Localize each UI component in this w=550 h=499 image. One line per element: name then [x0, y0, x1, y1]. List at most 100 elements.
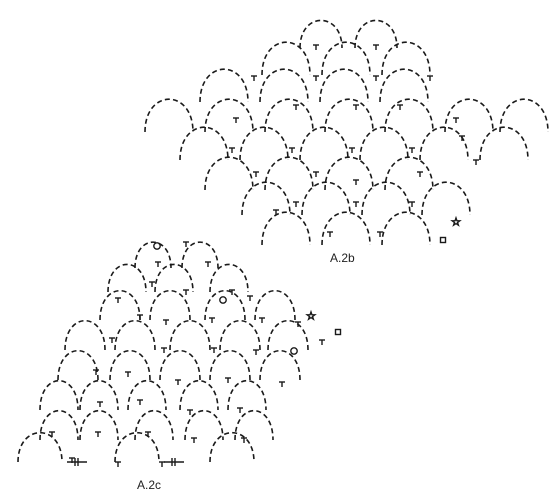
chain-loop — [261, 211, 311, 246]
chain-loop — [114, 431, 160, 463]
chain-loop — [181, 241, 219, 269]
single-crochet-mark — [225, 377, 231, 383]
chain-loop — [419, 126, 469, 161]
chain-loop — [209, 431, 255, 463]
chain-loop — [204, 290, 246, 321]
single-crochet-mark — [313, 44, 319, 50]
single-crochet-mark — [453, 117, 459, 123]
chain-loop — [259, 68, 309, 103]
single-crochet-mark — [279, 381, 285, 387]
single-crochet-mark — [209, 317, 215, 323]
chain-loop — [209, 350, 251, 381]
chain-loop — [179, 126, 229, 161]
chain-loop — [39, 410, 79, 441]
single-crochet-mark — [373, 44, 379, 50]
single-crochet-mark — [313, 171, 319, 177]
chain-loop — [267, 320, 309, 351]
single-crochet-mark — [353, 201, 359, 207]
single-crochet-mark — [155, 261, 161, 267]
chain-loop — [79, 410, 119, 441]
chain-loop — [79, 380, 119, 411]
single-crochet-mark — [125, 371, 131, 377]
chain-loop — [241, 181, 291, 216]
single-crochet-mark — [253, 171, 259, 177]
single-crochet-mark — [259, 317, 265, 323]
chain-loop — [384, 156, 434, 191]
single-crochet-mark — [353, 104, 359, 110]
circle-mark — [290, 347, 298, 355]
single-crochet-mark — [159, 461, 165, 467]
chain-loop — [444, 98, 494, 133]
single-crochet-mark — [397, 104, 403, 110]
single-crochet-mark — [241, 437, 247, 443]
chain-loop — [107, 263, 147, 293]
single-crochet-mark — [459, 135, 465, 141]
chain-loop — [169, 320, 211, 351]
single-crochet-mark — [417, 171, 423, 177]
chain-loop — [301, 181, 351, 216]
single-crochet-mark — [161, 347, 167, 353]
chart-a2c-label: A.2c — [137, 478, 161, 492]
chain-loop — [359, 126, 409, 161]
single-crochet-mark — [187, 409, 193, 415]
single-crochet-mark — [273, 209, 279, 215]
single-crochet-mark — [377, 231, 383, 237]
single-crochet-mark — [95, 431, 101, 437]
chain-loop — [144, 98, 194, 133]
single-crochet-mark — [175, 379, 181, 385]
chain-loop — [39, 380, 79, 411]
chain-loop — [264, 98, 314, 133]
chain-loop — [354, 19, 398, 49]
single-crochet-mark — [253, 349, 259, 355]
chain-loop — [204, 156, 254, 191]
chain-loop — [381, 211, 431, 246]
single-crochet-mark — [427, 75, 433, 81]
single-crochet-mark — [145, 431, 151, 437]
single-crochet-mark — [191, 437, 197, 443]
chain-loop — [479, 126, 529, 161]
single-crochet-mark — [319, 339, 325, 345]
single-crochet-mark — [409, 201, 415, 207]
chain-loop — [299, 126, 349, 161]
chain-loop — [204, 98, 254, 133]
circle-mark — [219, 296, 227, 304]
single-crochet-mark — [251, 75, 257, 81]
chain-loop — [209, 263, 249, 293]
chain-loop — [154, 263, 194, 293]
single-crochet-mark — [49, 431, 55, 437]
single-crochet-mark — [97, 401, 103, 407]
chain-loop — [239, 126, 289, 161]
single-crochet-mark — [137, 314, 143, 320]
chart-a2b-label: A.2b — [330, 251, 355, 265]
single-crochet-mark — [211, 347, 217, 353]
chain-loop — [321, 211, 371, 246]
square-mark — [439, 236, 447, 244]
chain-loop — [261, 41, 311, 76]
chain-loop — [361, 181, 411, 216]
single-crochet-mark — [233, 117, 239, 123]
single-crochet-mark — [409, 147, 415, 153]
chain-loop — [227, 380, 267, 411]
single-crochet-mark — [349, 147, 355, 153]
single-crochet-mark — [293, 201, 299, 207]
chain-loop — [321, 41, 371, 76]
chart-a2c — [17, 241, 342, 467]
chain-loop — [199, 68, 249, 103]
single-crochet-mark — [229, 289, 235, 295]
chain-loop — [264, 156, 314, 191]
single-crochet-mark — [115, 461, 121, 467]
single-crochet-mark — [93, 369, 99, 375]
single-crochet-mark — [373, 75, 379, 81]
chain-loop — [324, 98, 374, 133]
chain-loop — [384, 98, 434, 133]
chain-loop — [17, 431, 63, 463]
circle-mark — [153, 242, 161, 250]
chain-loop — [149, 290, 191, 321]
chain-loop — [219, 320, 261, 351]
star-mark — [305, 309, 317, 321]
single-crochet-mark — [313, 75, 319, 81]
single-crochet-mark — [247, 295, 253, 301]
chain-loop — [381, 41, 431, 76]
chain-loop — [134, 241, 172, 269]
